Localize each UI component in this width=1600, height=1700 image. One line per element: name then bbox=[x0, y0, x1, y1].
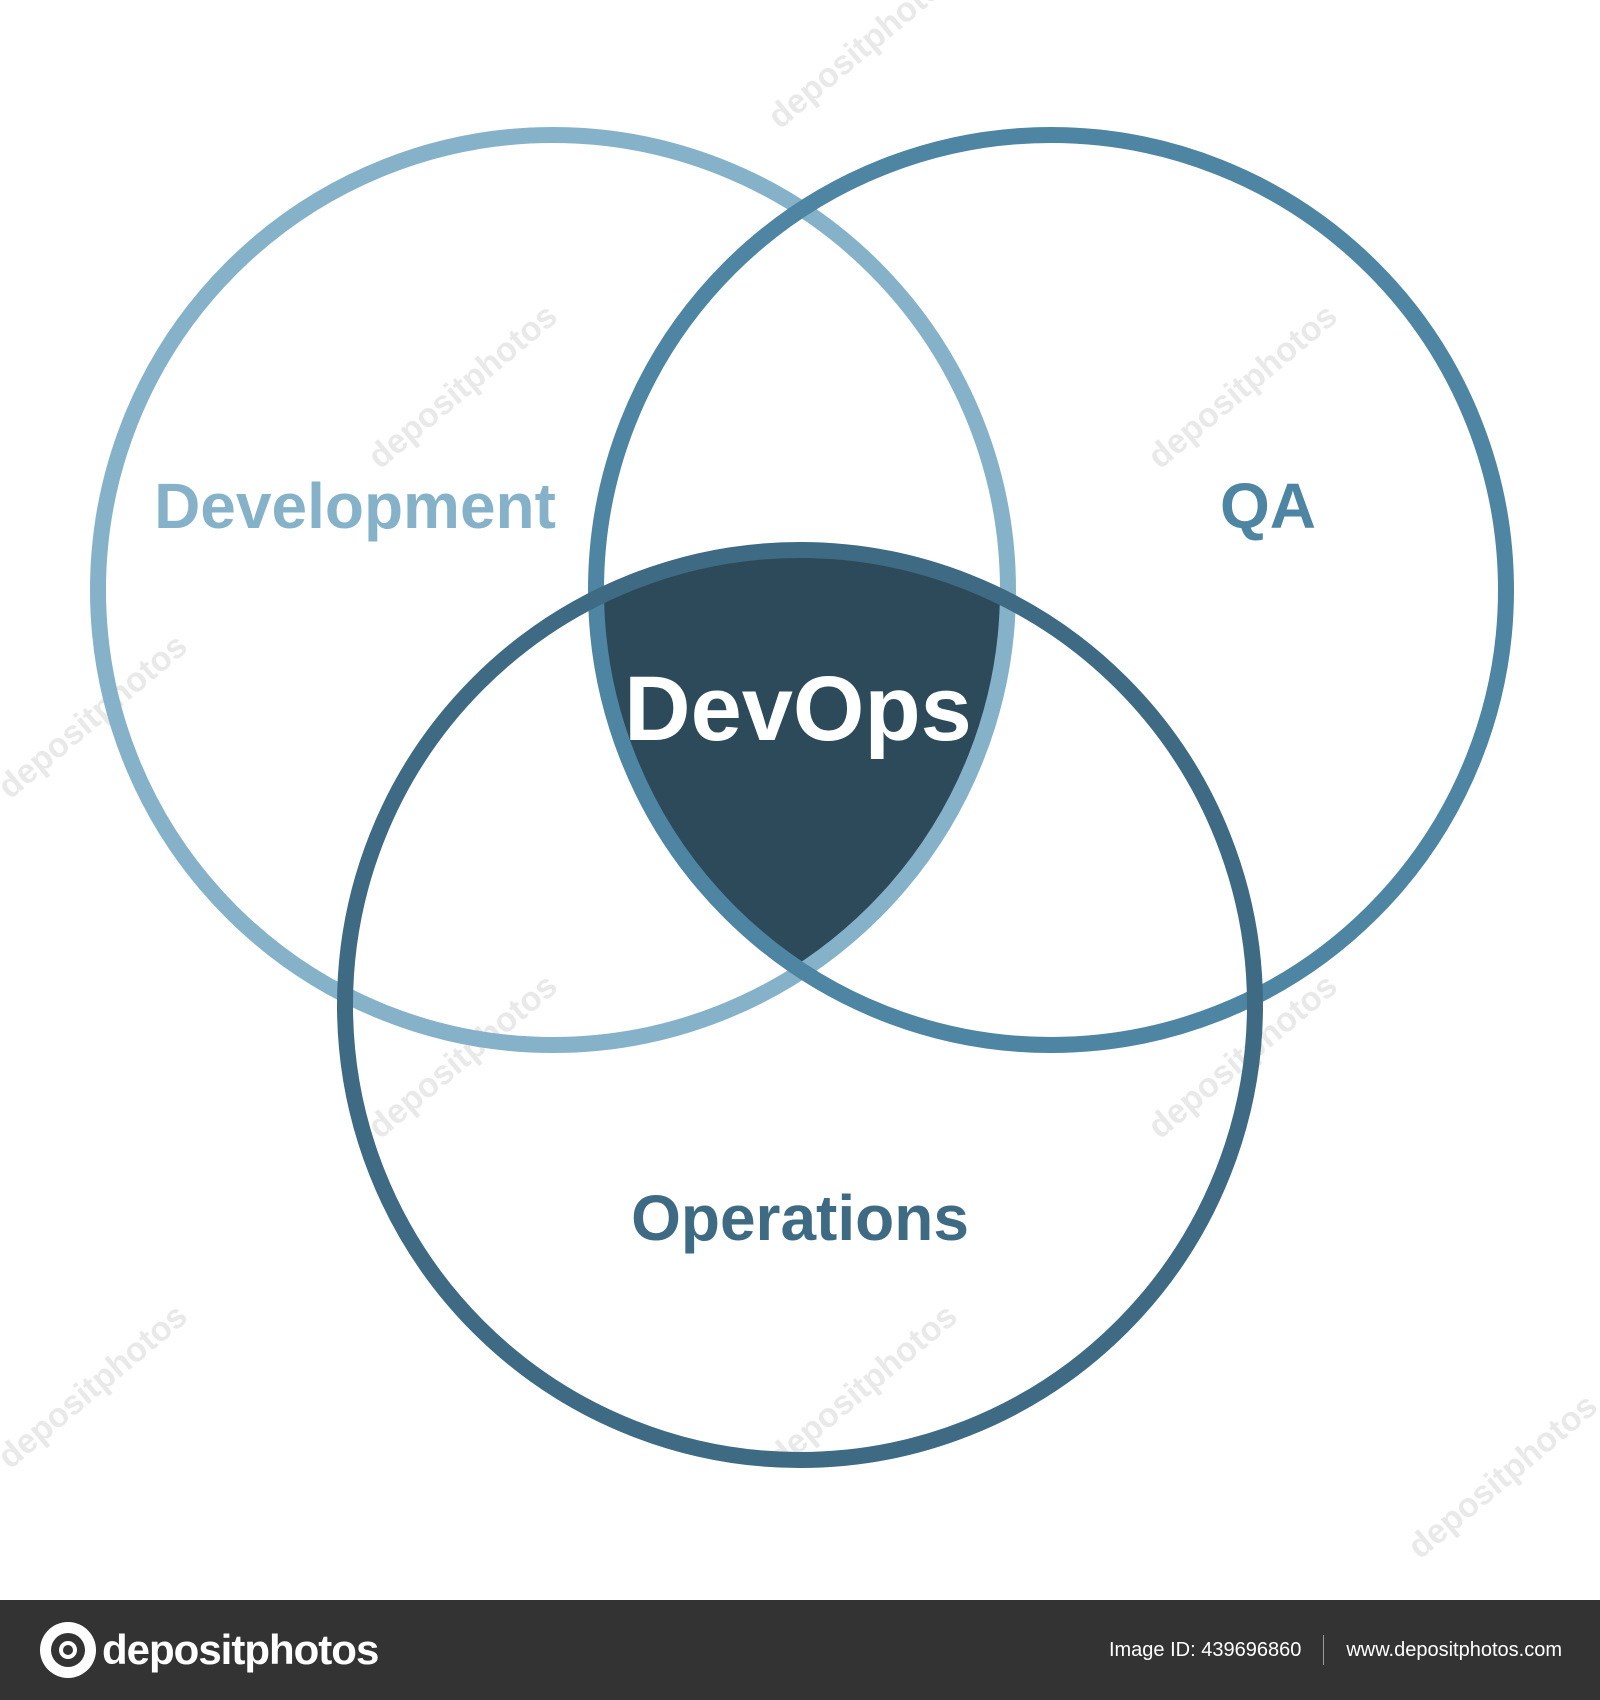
development-circle bbox=[90, 127, 1016, 1053]
watermark-text: depositphotos bbox=[361, 296, 565, 476]
qa-label: QA bbox=[1220, 470, 1316, 542]
development-label: Development bbox=[154, 470, 556, 542]
venn-diagram: depositphotos depositphotos depositphoto… bbox=[0, 0, 1600, 1566]
watermark-text: depositphotos bbox=[761, 0, 965, 136]
devops-label: DevOps bbox=[624, 658, 972, 760]
footer-info: Image ID: 439696860 www.depositphotos.co… bbox=[1109, 1635, 1562, 1665]
watermark-text: depositphotos bbox=[1141, 296, 1345, 476]
brand-name: depositphotos bbox=[102, 1626, 379, 1673]
operations-circle bbox=[337, 542, 1263, 1468]
camera-logo-icon bbox=[40, 1622, 96, 1678]
footer-divider bbox=[1323, 1635, 1325, 1665]
footer-bar: depositphotos Image ID: 439696860 www.de… bbox=[0, 1600, 1600, 1700]
watermark-text: depositphotos bbox=[0, 1296, 195, 1476]
watermark-text: depositphotos bbox=[1401, 1386, 1600, 1566]
brand[interactable]: depositphotos bbox=[40, 1622, 379, 1678]
operations-label: Operations bbox=[631, 1182, 969, 1254]
watermark-text: depositphotos bbox=[361, 966, 565, 1146]
site-url[interactable]: www.depositphotos.com bbox=[1346, 1638, 1562, 1661]
image-id: Image ID: 439696860 bbox=[1108, 1638, 1302, 1661]
